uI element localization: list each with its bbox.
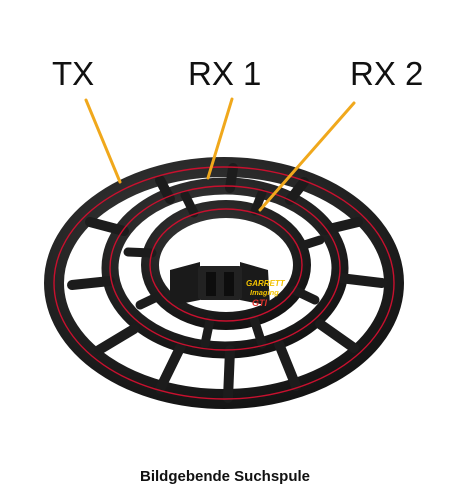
brand-logo: GARRETT Imaging GTI (246, 279, 286, 308)
mount-bracket (198, 266, 242, 300)
leader-lines (84, 97, 356, 212)
center-hub (170, 262, 270, 306)
tx-leader (84, 98, 122, 184)
rx1-leader (206, 97, 234, 180)
outer-spokes (67, 163, 387, 403)
search-coil (44, 157, 404, 409)
label-tx: TX (52, 55, 94, 92)
label-rx1: RX 1 (188, 55, 261, 92)
brand-sub: Imaging (250, 288, 279, 297)
inner-spokes (123, 188, 325, 349)
brand-model: GTI (252, 298, 267, 308)
figure-caption: Bildgebende Suchspule (139, 468, 311, 485)
brand-name: GARRETT (246, 279, 286, 288)
rx2-leader (258, 101, 356, 212)
label-rx2: RX 2 (350, 55, 423, 92)
coil-wires (53, 166, 395, 400)
